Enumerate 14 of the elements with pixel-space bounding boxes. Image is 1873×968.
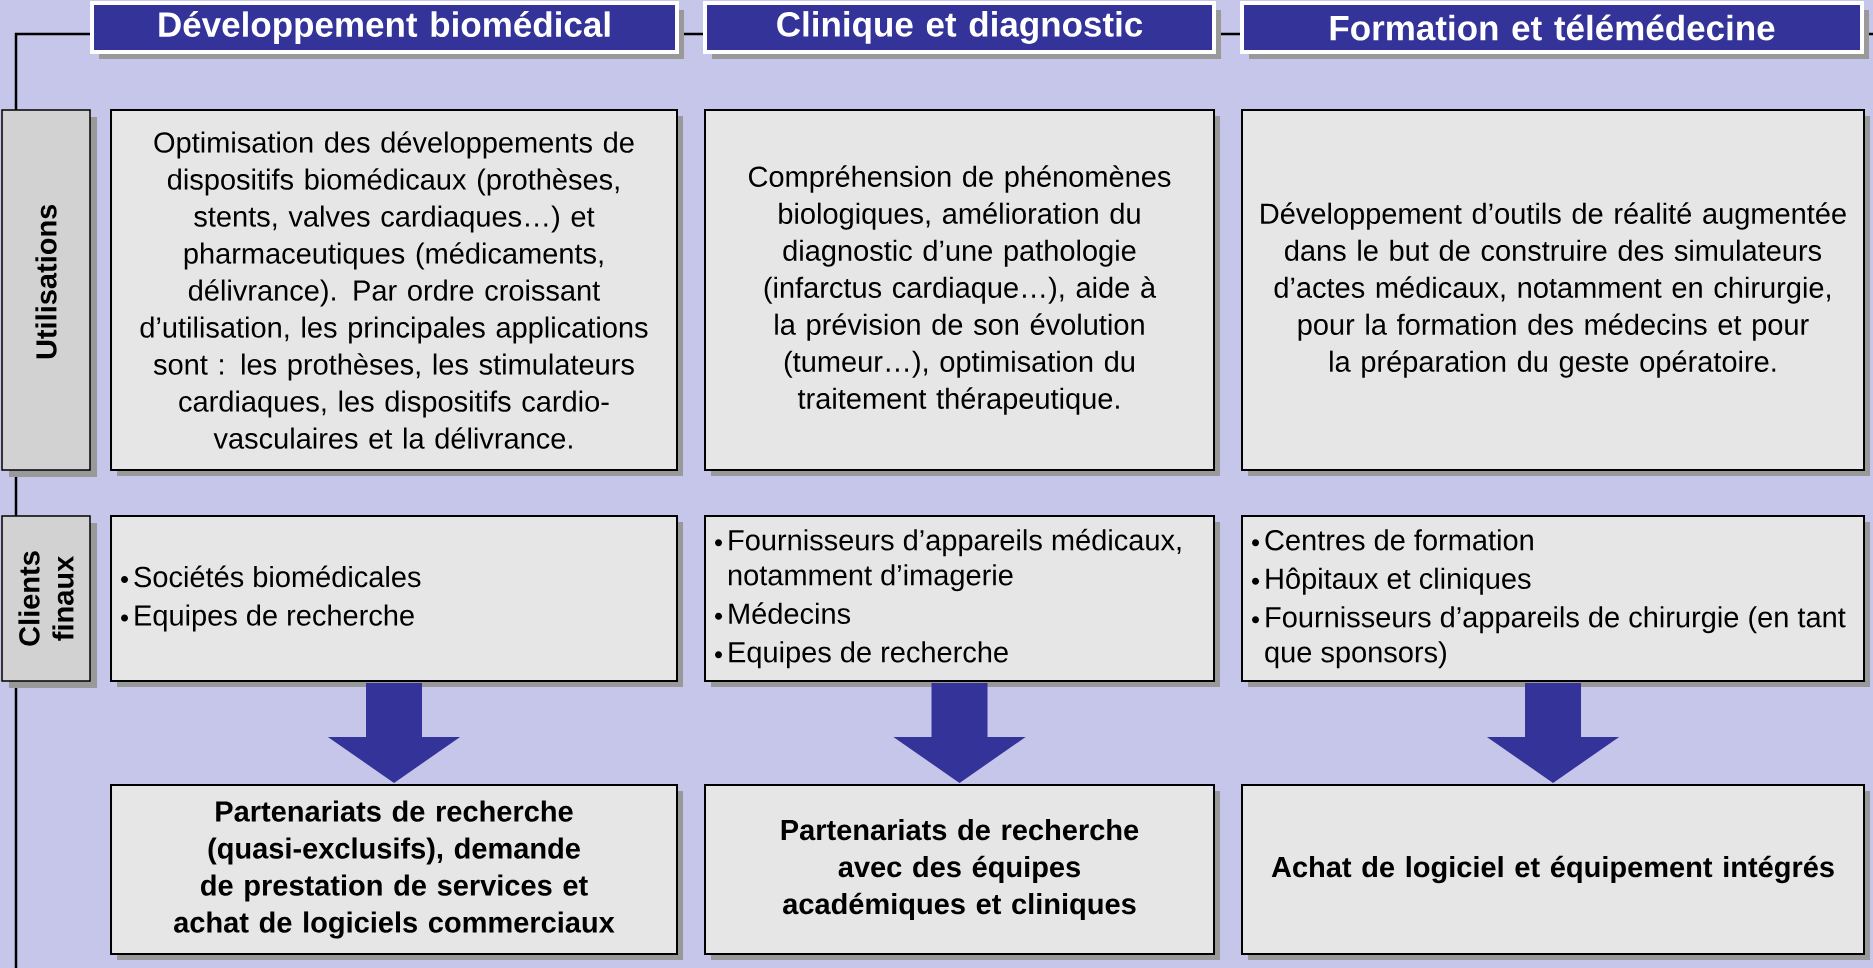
outcome-box: Achat de logiciel et équipement intégrés bbox=[1241, 784, 1870, 960]
column-header: Formation et télémédecine bbox=[1240, 1, 1869, 59]
description-box: Développement d’outils de réalité augmentée dans le but de construire des simulateurs d’actes médicaux, notamment en chirurgie, pour la formation des médecins et pour la préparation du geste opératoire. bbox=[1241, 109, 1870, 476]
column-header: Clinique et diagnostic bbox=[703, 1, 1221, 59]
row-label: Clients finaux bbox=[1, 515, 97, 688]
description-box: Compréhension de phénomènes biologiques, amélioration du diagnostic d’une pathologie (infarctus cardiaque…), aide à la prévision de son évolution (tumeur…), optimisation du traitement thérapeutique. bbox=[704, 109, 1220, 476]
client-list-box: Sociétés biomédicales Equipes de recherche bbox=[110, 515, 683, 687]
outcome-box: Partenariats de recherche avec des équipes académiques et cliniques bbox=[704, 784, 1220, 960]
column-header: Développement biomédical bbox=[90, 1, 684, 59]
row-label: Utilisations bbox=[1, 109, 97, 477]
outcome-box: Partenariats de recherche (quasi-exclusifs), demande de prestation de services et achat de logiciels commerciaux bbox=[110, 784, 683, 960]
client-list-box: Fournisseurs d’appareils médicaux, notamment d’imagerie Médecins Equipes de recherche bbox=[704, 515, 1220, 687]
client-list-box: Centres de formation Hôpitaux et cliniques Fournisseurs d’appareils de chirurgie (en tant que sponsors) bbox=[1241, 515, 1870, 687]
description-box: Optimisation des développements de dispositifs biomédicaux (prothèses, stents, valves cardiaques…) et pharmaceutiques (médicaments, délivrance). Par ordre croissant d’utilisation, les principales applications sont : les prothèses, les stimulateurs cardiaques, les dispositifs cardio-vasculaires et la délivrance. bbox=[110, 109, 683, 476]
